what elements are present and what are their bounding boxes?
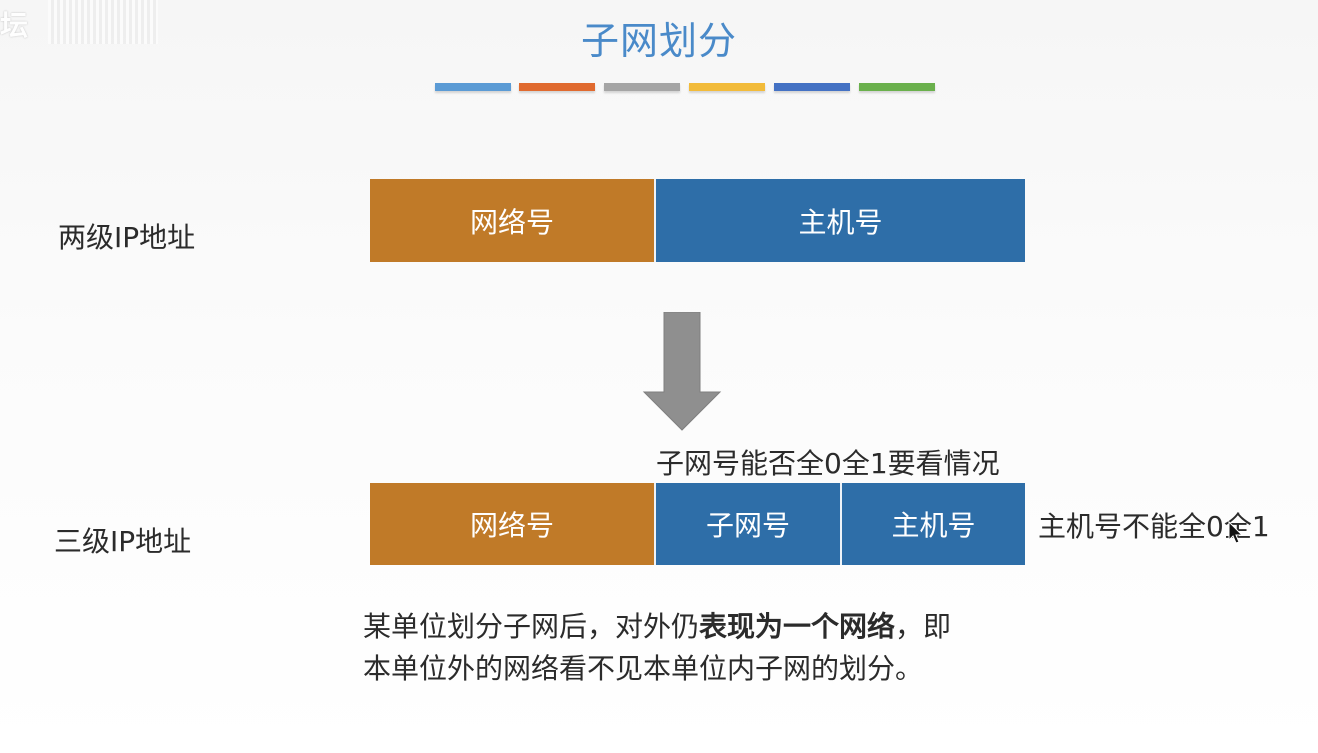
slide-title: 子网划分	[580, 19, 737, 63]
paragraph-part2: ，即	[895, 610, 952, 643]
three-level-subnet-box: 子网号	[654, 483, 840, 565]
title-bar-6	[859, 83, 935, 91]
title-bar-2	[519, 83, 595, 91]
title-bar-3	[604, 83, 680, 91]
paragraph-line2: 本单位外的网络看不见本单位内子网的划分。	[363, 652, 924, 685]
three-level-host-box: 主机号	[840, 483, 1025, 565]
paragraph-bold: 表现为一个网络	[699, 610, 896, 643]
title-bar-1	[435, 83, 511, 91]
watermark: 坛	[0, 9, 29, 42]
two-level-host-box: 主机号	[654, 179, 1025, 262]
two-level-network-box: 网络号	[370, 179, 654, 262]
three-level-network-box: 网络号	[370, 483, 654, 565]
subnet-rule-note: 子网号能否全0全1要看情况	[656, 447, 1000, 480]
watermark-stripes	[48, 0, 158, 44]
two-level-label: 两级IP地址	[58, 221, 196, 254]
title-bar-5	[774, 83, 850, 91]
paragraph-part1: 某单位划分子网后，对外仍	[363, 610, 700, 643]
mouse-cursor-icon	[1228, 521, 1244, 544]
down-arrow-icon	[642, 312, 722, 431]
three-level-label: 三级IP地址	[54, 525, 192, 558]
title-bar-4	[689, 83, 765, 91]
explanation-paragraph: 某单位划分子网后，对外仍表现为一个网络，即 本单位外的网络看不见本单位内子网的划…	[363, 606, 1043, 690]
